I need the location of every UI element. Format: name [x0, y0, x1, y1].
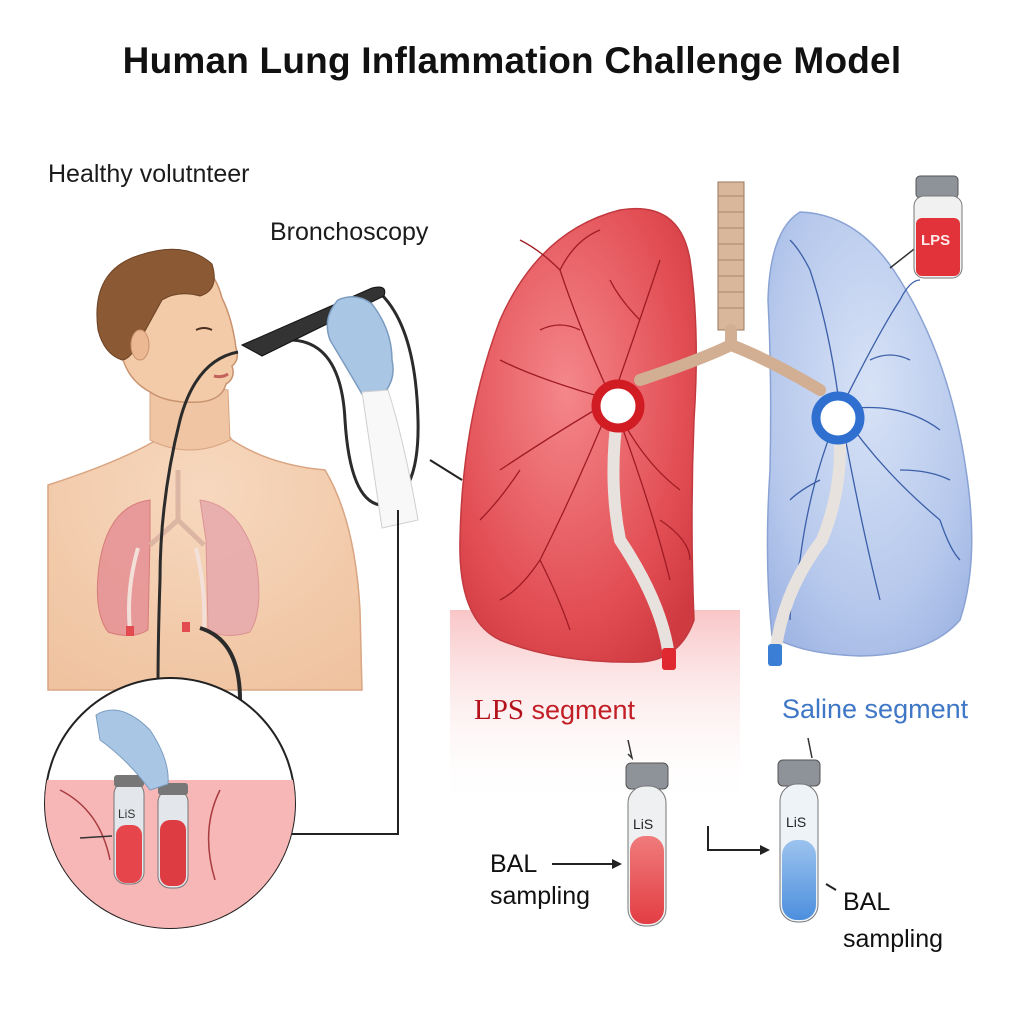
healthy-volunteer-label: Healthy volutnteer [48, 160, 250, 188]
glove-hand [326, 296, 394, 395]
inset-tube-label: LiS [118, 807, 135, 821]
saline-bal-tube: LiS [777, 737, 821, 923]
bal-left-line1: BAL [490, 850, 538, 878]
lps-segment-label: LPS segment [474, 694, 635, 727]
page-title: Human Lung Inflammation Challenge Model [122, 40, 902, 81]
bronchoscopy-label: Bronchoscopy [270, 218, 429, 246]
saline-segment-airway [770, 414, 846, 654]
inset-sampling: LiS [44, 677, 296, 929]
lps-segment-tip [662, 648, 676, 670]
connector-to-lung [429, 459, 463, 481]
lps-segment-ring [591, 379, 645, 433]
trachea [717, 181, 745, 331]
eye [195, 327, 213, 331]
vial-label: LPS [921, 232, 951, 249]
lps-tube-label: LiS [633, 816, 653, 832]
bal-right-line1: BAL [843, 888, 891, 916]
bal-right-tick [825, 883, 837, 891]
bal-right-line2: sampling [843, 925, 944, 953]
bal-left-line2: sampling [490, 882, 591, 910]
lps-segment-lps: LPS [474, 694, 524, 726]
inset-glove [95, 709, 169, 791]
bal-sampling-left-label: BAL sampling [490, 848, 630, 912]
volunteer-figure [47, 248, 363, 691]
bronchoscope [156, 286, 420, 772]
scope-cable [156, 350, 239, 689]
sleeve-arm [361, 389, 419, 529]
lps-segment-airway [607, 404, 674, 656]
ear [130, 329, 150, 361]
lps-vessels [479, 229, 691, 631]
saline-tube-label: LiS [786, 814, 806, 830]
mouth [213, 372, 229, 379]
saline-vessels [789, 239, 961, 621]
saline-segment-label: Saline segment [782, 694, 969, 724]
lps-segment-word: segment [531, 695, 636, 725]
lps-lung [459, 207, 697, 663]
lps-vial [889, 175, 963, 279]
tube-connector-arrowhead [760, 845, 770, 855]
lps-bal-tube: LiS [625, 739, 669, 927]
saline-segment-tip [768, 644, 782, 666]
tube-connector-arrow [707, 826, 760, 851]
lungs-detail [459, 181, 973, 670]
chest-lungs [96, 470, 260, 636]
hair [96, 248, 215, 361]
saline-segment-ring [811, 391, 865, 445]
bronchi [634, 324, 826, 396]
connector-to-inset [272, 510, 399, 835]
bal-left-arrowhead [612, 859, 622, 869]
bal-sampling-right-label: BAL sampling [843, 884, 983, 958]
